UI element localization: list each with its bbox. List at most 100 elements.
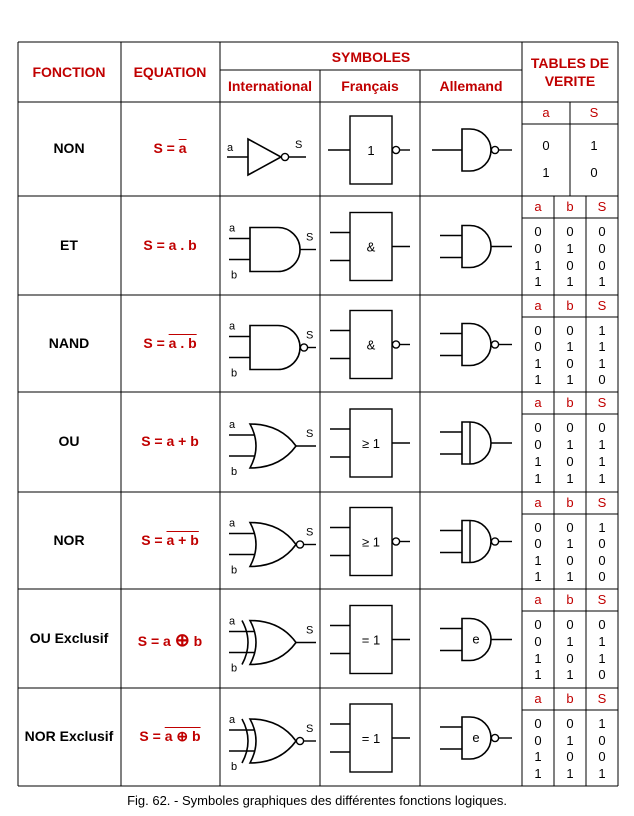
truth-table-cell: 1 (598, 520, 606, 535)
truth-table-cell: 1 (566, 536, 574, 552)
truth-table-cell: 1 (566, 633, 574, 649)
or-gate-icon (248, 718, 297, 764)
truth-table-cell: 1 (566, 471, 574, 486)
truth-table-cell: 1 (566, 568, 574, 584)
truth-table-cell: 1 (598, 765, 606, 781)
truth-table-header: b (566, 199, 574, 214)
truth-table-cell: 0 (598, 617, 606, 632)
pin-label-b: b (231, 368, 237, 380)
function-name: OU (58, 433, 80, 449)
pin-label-s: S (306, 428, 313, 440)
truth-table-cell: 0 (598, 568, 606, 584)
truth-table-cell: 0 (534, 633, 542, 649)
inversion-bubble (295, 736, 305, 746)
and-gate-icon (249, 324, 301, 371)
truth-table-cell: 0 (598, 240, 606, 256)
french-gate-symbol: = 1 (362, 633, 380, 648)
pin-label-a: a (229, 223, 236, 235)
truth-table-cell: 0 (566, 749, 574, 764)
truth-table-cell: 0 (534, 224, 542, 239)
buffer-triangle-icon (247, 137, 283, 177)
truth-table-header: S (597, 495, 607, 510)
truth-table-header: b (566, 592, 574, 607)
truth-table-cell: 1 (598, 716, 606, 731)
french-gate-box (349, 408, 393, 478)
header-francais: Français (341, 78, 399, 94)
french-gate-box (349, 211, 393, 282)
pin-label-b: b (231, 466, 237, 478)
truth-table-header: S (597, 395, 607, 410)
inversion-bubble (490, 340, 500, 349)
pin-label-a: a (229, 714, 236, 726)
pin-label-b: b (231, 270, 237, 282)
truth-table-cell: 0 (566, 520, 574, 535)
truth-table-header: b (566, 691, 574, 706)
truth-table-header: a (534, 199, 542, 214)
truth-table-cell: 1 (598, 437, 606, 452)
truth-table-cell: 1 (534, 749, 542, 764)
german-gate-icon (461, 128, 492, 172)
figure-caption: Fig. 62. - Symboles graphiques des diffé… (127, 793, 507, 808)
truth-table-cell: 0 (566, 552, 574, 568)
truth-table-cell: 0 (534, 732, 542, 748)
equation-prefix: S = (141, 531, 167, 548)
truth-table-header: a (534, 495, 542, 510)
truth-table-header: b (566, 395, 574, 410)
inversion-bubble (490, 733, 500, 743)
truth-table-cell: 0 (534, 240, 542, 256)
truth-table-cell: 1 (534, 257, 542, 273)
truth-table-cell: 0 (534, 520, 542, 535)
french-gate-box (349, 506, 393, 577)
truth-table-cell: 1 (534, 371, 542, 387)
pin-label-a: a (229, 518, 236, 530)
equation-prefix: S = a . b (143, 236, 197, 253)
truth-table-cell: 1 (534, 454, 542, 469)
equation-prefix: S = (143, 334, 169, 351)
header-international: International (227, 78, 312, 94)
header-allemand: Allemand (439, 78, 503, 94)
truth-table-cell: 1 (566, 765, 574, 781)
truth-table-cell: 1 (566, 667, 574, 683)
french-gate-symbol: ≥ 1 (362, 535, 380, 550)
pin-label-a: a (229, 616, 236, 628)
truth-table-cell: 0 (598, 749, 606, 764)
truth-table-cell: 1 (534, 552, 542, 568)
header-tables-line2: VERITE (544, 73, 596, 89)
header-tables-line1: TABLES DE (530, 55, 610, 71)
equation: S = a ⊕ b (121, 728, 219, 745)
pin-label-a: a (227, 142, 234, 154)
german-gate-icon (461, 617, 492, 662)
truth-table-cell: 1 (566, 274, 574, 290)
inversion-bubble (391, 537, 401, 546)
french-gate-symbol: ≥ 1 (362, 436, 380, 451)
truth-table-header: a (542, 105, 550, 120)
truth-table-cell: 1 (598, 274, 606, 290)
truth-table-header: a (534, 395, 542, 410)
truth-table-cell: 0 (534, 420, 542, 435)
truth-table-header: a (534, 691, 542, 706)
truth-table-cell: 1 (598, 355, 606, 371)
truth-table-cell: 0 (542, 138, 550, 153)
equation: S = a ⊕ b (121, 630, 219, 651)
german-gate-icon (461, 519, 492, 564)
french-gate-box (349, 604, 393, 675)
header-equation: EQUATION (133, 64, 207, 80)
truth-table-cell: 0 (566, 224, 574, 239)
truth-table-header: S (597, 592, 607, 607)
truth-table-cell: 0 (566, 617, 574, 632)
french-gate-symbol: 1 (367, 143, 374, 158)
truth-table-cell: 0 (598, 552, 606, 568)
equation-overlined: a . b (168, 334, 197, 351)
equation: S = a . b (121, 335, 219, 351)
truth-table-header: a (534, 298, 542, 313)
truth-table-cell: 0 (566, 420, 574, 435)
function-name: OU Exclusif (29, 629, 109, 646)
truth-table-cell: 1 (598, 454, 606, 469)
equation: S = a (121, 140, 219, 156)
truth-table-cell: 0 (566, 355, 574, 371)
inversion-bubble (299, 343, 309, 352)
truth-table-header: a (534, 592, 542, 607)
truth-table-header: b (566, 495, 574, 510)
french-gate-symbol: & (367, 240, 376, 255)
truth-table-cell: 1 (566, 732, 574, 748)
